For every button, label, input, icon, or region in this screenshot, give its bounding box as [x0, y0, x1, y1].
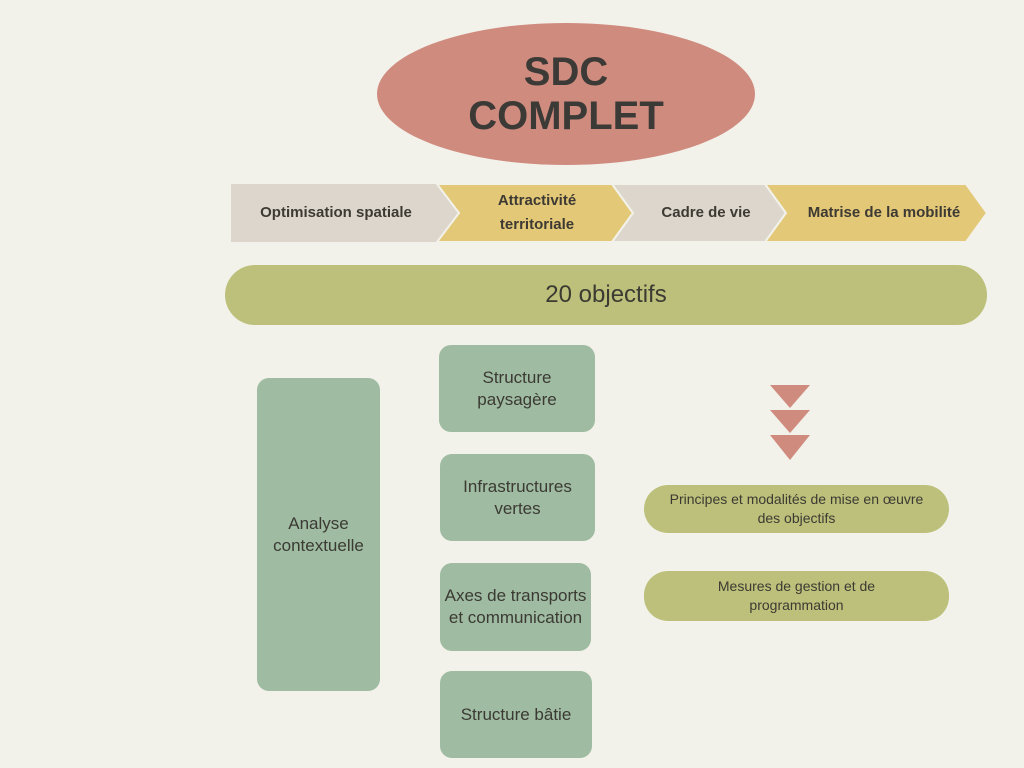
axis-cadre-de-vie: Cadre de vie: [661, 204, 751, 221]
component-box-infrastructures: Infrastructures vertes: [440, 454, 595, 541]
down-arrows-icon: [770, 385, 810, 460]
axis-optimisation: Optimisation spatiale: [260, 204, 412, 221]
output-mesures: Mesures de gestion et de programmation: [644, 571, 949, 621]
analysis-box: Analyse contextuelle: [257, 378, 380, 691]
chevron-shape-1: [231, 184, 460, 242]
component-box-paysage: Structure paysagère: [439, 345, 595, 432]
component-box-batie: Structure bâtie: [440, 671, 592, 758]
objectives-bar: 20 objectifs: [225, 265, 987, 325]
chevron-shape-4: [763, 183, 989, 243]
output-principes: Principes et modalités de mise en œuvre …: [644, 485, 949, 533]
title-ellipse: SDC COMPLET: [377, 23, 755, 165]
component-box-transports: Axes de transports et communication: [440, 563, 591, 651]
axis-mobilite: Matrise de la mobilité: [807, 204, 961, 221]
axis-attractivite: Attractivité territoriale: [497, 192, 577, 233]
